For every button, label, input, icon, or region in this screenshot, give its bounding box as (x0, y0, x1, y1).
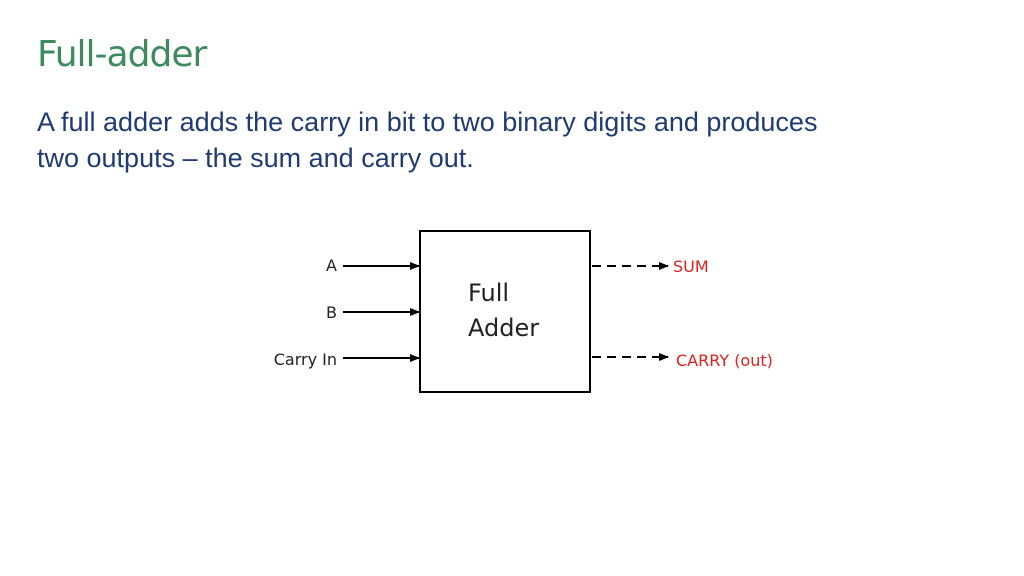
output-label-sum: SUM (673, 257, 709, 276)
input-label-b: B (326, 303, 337, 322)
input-label-a: A (326, 256, 337, 275)
output-label-carry-out: CARRY (out) (676, 351, 773, 370)
description-line-2: two outputs – the sum and carry out. (37, 143, 474, 173)
box-label-line-2: Adder (468, 314, 539, 342)
full-adder-box (419, 230, 591, 393)
description-line-1: A full adder adds the carry in bit to tw… (37, 107, 818, 137)
box-label-line-1: Full (468, 279, 509, 307)
slide-title: Full-adder (37, 34, 207, 75)
input-label-carry-in: Carry In (274, 350, 337, 369)
slide-description: A full adder adds the carry in bit to tw… (37, 104, 937, 176)
